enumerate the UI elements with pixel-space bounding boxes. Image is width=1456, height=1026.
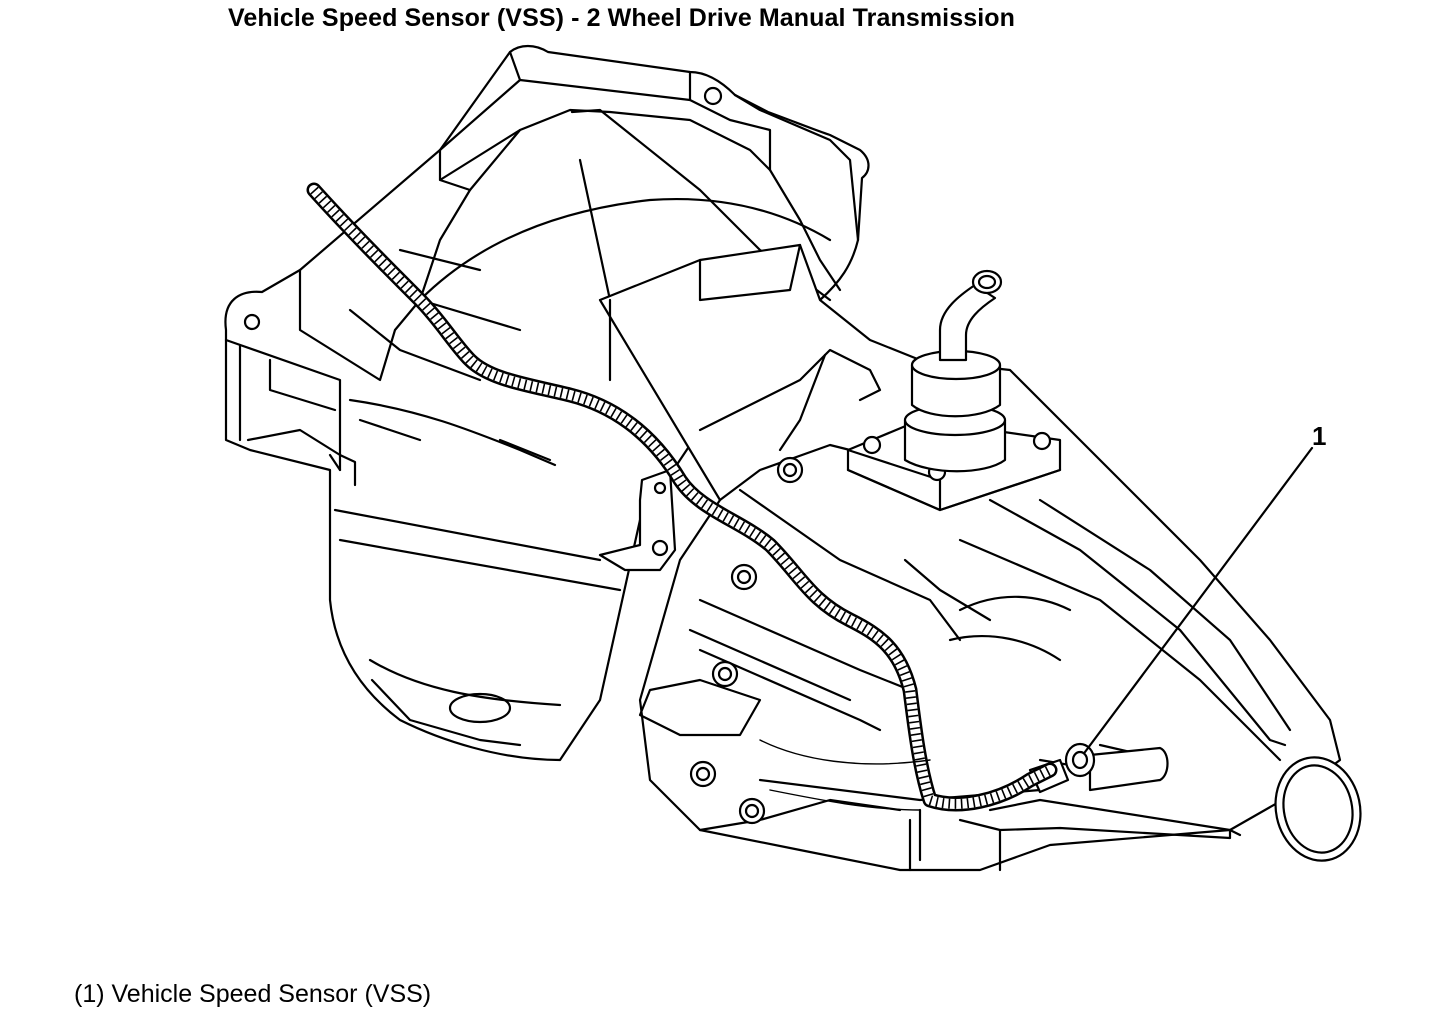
harness-bracket (598, 468, 677, 572)
main-case (598, 243, 1342, 872)
diagram-title: Vehicle Speed Sensor (VSS) - 2 Wheel Dri… (228, 4, 1016, 32)
callout-1: 1 (1083, 421, 1326, 754)
wiring-harness (306, 182, 1058, 812)
mounting-bolts (689, 456, 804, 825)
tail-housing (1274, 756, 1362, 862)
bell-housing (224, 44, 870, 762)
legend-caption: (1) Vehicle Speed Sensor (VSS) (74, 980, 432, 1008)
callout-leader-line (1083, 446, 1314, 754)
shifter-assembly (846, 269, 1062, 512)
callout-number: 1 (1312, 421, 1326, 451)
